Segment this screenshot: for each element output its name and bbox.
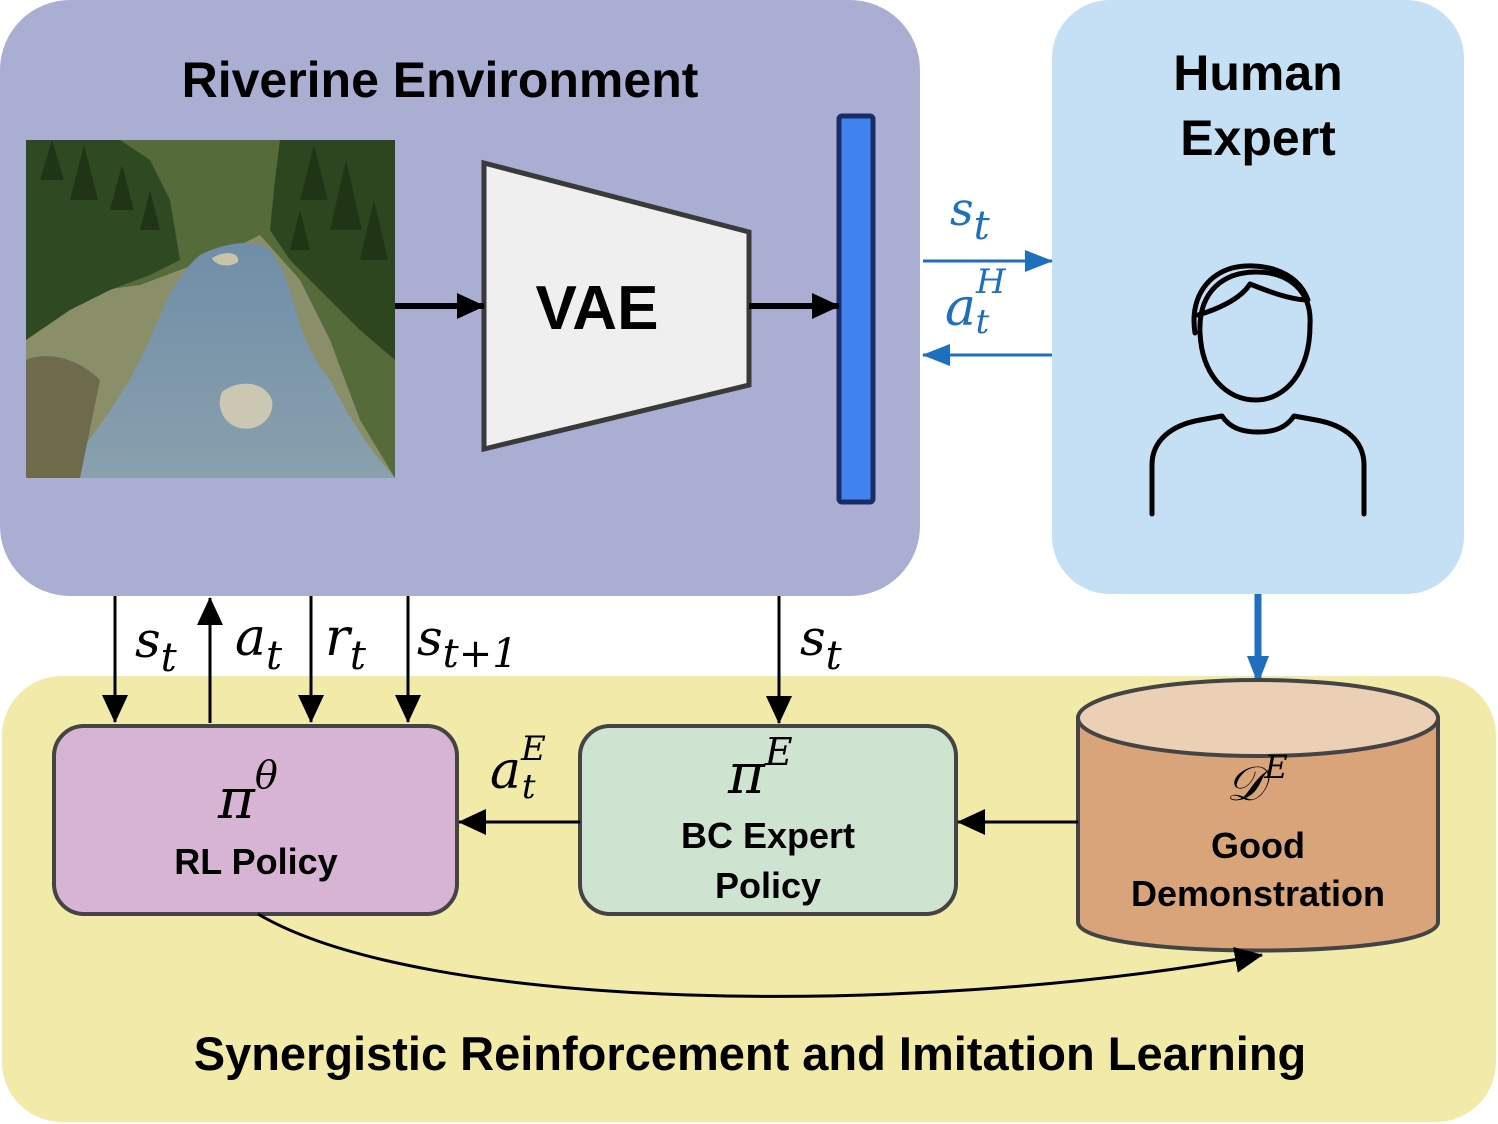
vae-label: VAE — [536, 274, 659, 343]
rl-policy-label: RL Policy — [174, 841, 337, 882]
bc-policy-label-line1: BC Expert — [681, 815, 855, 856]
bc-policy-symbol: πE — [727, 730, 793, 807]
reward-label: rt — [325, 608, 367, 679]
demonstration-label-line2: Demonstration — [1131, 873, 1385, 914]
rl-policy-symbol: πθ — [217, 753, 278, 832]
rl-action-label: at — [235, 608, 283, 679]
bc-state-label: st — [800, 609, 843, 679]
rl-policy-box — [52, 724, 459, 916]
next-state-label: st+1 — [417, 609, 518, 677]
bc-policy-label-line2: Policy — [715, 865, 821, 906]
demonstration-database — [1076, 678, 1440, 953]
person-outline-icon — [1149, 263, 1367, 517]
river-image — [26, 140, 395, 478]
vae-encoder — [481, 159, 752, 453]
environment-title: Riverine Environment — [182, 52, 699, 108]
bc-expert-policy-box — [578, 724, 958, 916]
rl-state-label: st — [135, 611, 178, 681]
expert-state-label: st — [950, 182, 991, 249]
footer-title: Synergistic Reinforcement and Imitation … — [194, 1027, 1307, 1080]
latent-vector-bar — [836, 113, 876, 505]
expert-title-line2: Expert — [1180, 110, 1336, 166]
expert-title-line1: Human — [1173, 45, 1342, 101]
rl-to-database-curve — [257, 912, 1263, 998]
demonstration-label-line1: Good — [1211, 825, 1305, 866]
